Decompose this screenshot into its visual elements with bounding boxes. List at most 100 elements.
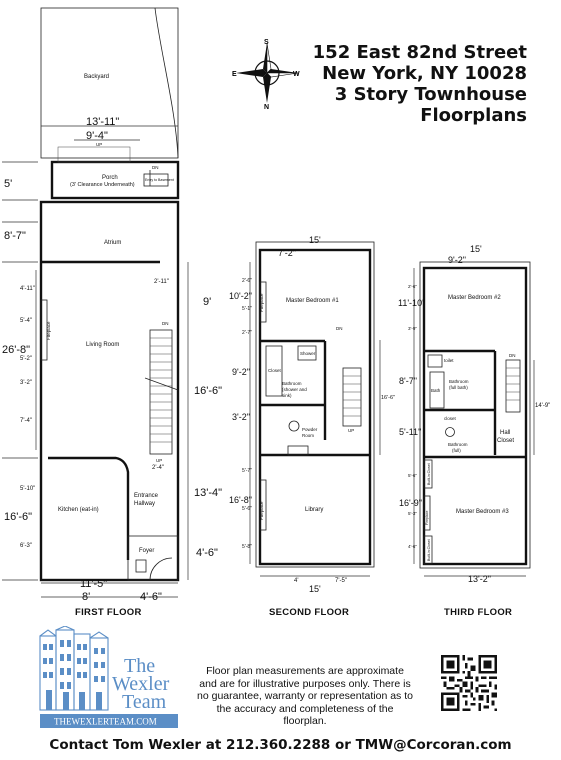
- dim-9-4: 9'-4": [86, 130, 108, 142]
- toilet-area: [427, 354, 443, 368]
- third-floor-outline: [422, 266, 528, 566]
- dim-9: 9': [203, 296, 211, 308]
- dim-8-7: 8'-7": [4, 230, 26, 242]
- toilet-icon: [288, 420, 300, 432]
- closet-label: Closet: [268, 368, 282, 373]
- backyard-boundary: [154, 7, 179, 159]
- dim-16-9: 16'-9": [399, 498, 422, 508]
- builtin2-label: Built-in Closet: [427, 539, 431, 561]
- property-title: 152 East 82nd Street New York, NY 10028 …: [313, 42, 527, 126]
- second-dn-label: DN: [336, 326, 343, 331]
- powder-label-2: Room: [302, 433, 314, 438]
- dim-5-8: 5'-8": [242, 544, 252, 550]
- wexler-team-logo: The Wexler Team THEWEXLERTEAM.COM: [39, 626, 178, 728]
- builtin-closet-2: [423, 535, 433, 565]
- dim-3-2: 3'-2": [20, 380, 32, 386]
- dim-6-3: 6'-3": [20, 543, 32, 549]
- kitchen-label: Kitchen (eat-in): [58, 507, 99, 513]
- entrance-hallway-label-2: Hallway: [134, 501, 155, 507]
- library-alcove: [287, 445, 309, 456]
- bath-label-2: (shower and: [282, 387, 307, 392]
- stair-break: [144, 377, 179, 391]
- dim-13-11: 13'-11": [86, 116, 119, 128]
- second-floor-shell: [255, 241, 375, 568]
- second-floor-outline: [258, 248, 372, 566]
- logo-line-3: Team: [122, 691, 167, 713]
- porch-label: Porch: [102, 175, 118, 181]
- entrance-hallway-label-1: Entrance: [134, 493, 159, 499]
- dim-4-6-right: 4'-6": [196, 547, 218, 559]
- dim-2-6: 2'-6": [242, 278, 252, 284]
- bath-tub: [429, 371, 445, 409]
- hall-closet-label-2: Closet: [497, 438, 514, 444]
- dim-5-2: 5'-2": [20, 356, 32, 362]
- fireplace-block: [259, 281, 267, 323]
- second-up-label: UP: [348, 428, 354, 433]
- third-floor-plan: 15' 9'-2" Master Bedroom #2 toilet Bath …: [398, 244, 550, 618]
- compass-left-letter: E: [232, 71, 237, 78]
- porch-note-line: (3' Clearance Underneath): [70, 182, 135, 188]
- logo-url: THEWEXLERTEAM.COM: [54, 717, 157, 727]
- stair-outline: [149, 329, 173, 455]
- bath-full-label-1: Bathroom: [449, 379, 469, 384]
- closet-label-third: closet: [444, 416, 457, 421]
- townhouse-windows: [43, 640, 105, 710]
- dim-5-3: 5'-3": [408, 511, 417, 516]
- hall-closet-label-1: Hall: [500, 430, 510, 436]
- dim-5-7: 5'-7": [242, 468, 252, 474]
- dim-7-4: 7'-4": [20, 418, 32, 424]
- dim-9-2-third: 9'-2": [448, 255, 466, 265]
- compass-bottom-letter: N: [264, 104, 269, 109]
- dim-13-4: 13'-4": [194, 487, 222, 499]
- dim-16-6-right: 16'-6": [194, 385, 222, 397]
- dim-7-5: 7'-5": [335, 578, 347, 584]
- dim-5-1: 5'-1": [242, 306, 252, 312]
- library-label: Library: [305, 507, 323, 513]
- compass-rose-icon: S E W N: [232, 39, 300, 109]
- toilet-label: toilet: [444, 358, 454, 363]
- dim-4-11: 4'-11": [20, 286, 35, 292]
- basement-entry: [143, 173, 169, 187]
- master2-label: Master Bedroom #2: [448, 295, 501, 301]
- toilet-icon: [445, 427, 455, 437]
- library-fireplace: [259, 479, 267, 531]
- dim-15-top-third: 15': [470, 244, 482, 254]
- first-floor-outline: [39, 200, 180, 582]
- shower-label: Shower: [300, 351, 316, 356]
- dim-5-6-third: 5'-6": [408, 473, 417, 478]
- title-address: 152 East 82nd Street: [312, 42, 527, 63]
- dim-4-6-third: 4'-6": [408, 544, 417, 549]
- third-floor-title: THIRD FLOOR: [444, 607, 512, 618]
- fireplace-label-third: Fireplace: [425, 511, 429, 525]
- dim-16-6: 16'-6": [4, 511, 32, 523]
- dim-16-8: 16'-8": [229, 495, 252, 505]
- second-floor-title: SECOND FLOOR: [269, 607, 349, 618]
- foyer-closet: [135, 559, 147, 573]
- second-stair-treads: [343, 375, 361, 417]
- dim-13-2: 13'-2": [468, 574, 491, 584]
- dim-2-6-third: 2'-6": [408, 284, 417, 289]
- fireplace-block-third: [423, 495, 431, 531]
- qr-code-icon[interactable]: [441, 655, 497, 711]
- dim-3-2: 3'-2": [232, 412, 250, 422]
- builtin1-label: Built-in Closet: [427, 463, 431, 485]
- stair-up-label: UP: [156, 458, 162, 463]
- stair-treads: [150, 337, 172, 443]
- dim-11-10: 11'-10": [398, 298, 425, 308]
- porch-dn-label: DN: [152, 165, 159, 170]
- backyard-area: [40, 7, 179, 159]
- backyard-label: Backyard: [84, 74, 109, 80]
- dim-4-6-bottom: 4'-6": [140, 591, 162, 603]
- library-fireplace-label: Fireplace: [259, 501, 264, 520]
- foyer-label: Foyer: [139, 548, 154, 554]
- master1-label: Master Bedroom #1: [286, 298, 339, 304]
- stair-dn-label: DN: [162, 321, 169, 326]
- shower-block: [297, 345, 317, 361]
- contact-line: Contact Tom Wexler at 212.360.2288 or TM…: [49, 737, 512, 753]
- third-dn-label: DN: [509, 353, 516, 358]
- master3-label: Master Bedroom #3: [456, 509, 509, 515]
- second-stair: [342, 367, 362, 427]
- logo-line-2: Wexler: [112, 673, 170, 695]
